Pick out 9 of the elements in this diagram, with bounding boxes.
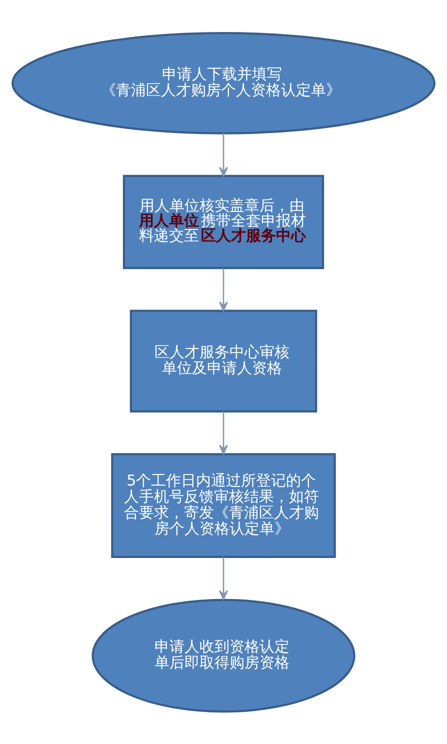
- node-box: 用人单位核实盖章后，由用人单位携带全套申报材料递交至区人才服务中心: [122, 174, 324, 269]
- node-ellipse: 申请人收到资格认定单后即取得购房资格: [92, 598, 356, 712]
- arrow: [219, 132, 228, 176]
- node-box: 5个工作日内通过所登记的个人手机号反馈审核结果，如符合要求，寄发《青浦区人才购房个人资格认定单》: [111, 452, 336, 558]
- arrow: [219, 411, 228, 454]
- arrow: [219, 556, 228, 600]
- node-box: 区人才服务中心审核单位及申请人资格: [130, 309, 318, 412]
- arrow: [219, 268, 228, 311]
- node-ellipse: 申请人下载并填写《青浦区人才购房个人资格认定单》: [12, 32, 436, 134]
